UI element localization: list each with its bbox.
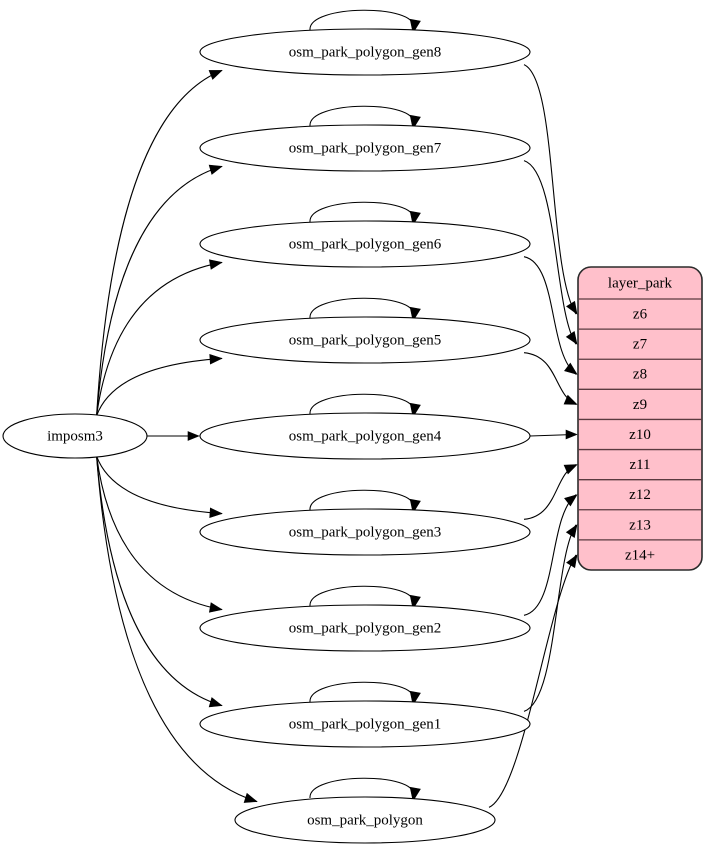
arrowhead	[565, 331, 578, 345]
edge-imposm3-to-node	[96, 456, 223, 515]
node-imposm3[interactable]: imposm3	[2, 413, 148, 459]
node-label: osm_park_polygon_gen2	[289, 620, 441, 636]
node-osm-park-polygon-gen4[interactable]: osm_park_polygon_gen4	[199, 412, 531, 460]
edge-self-loop	[309, 585, 414, 607]
edge-self-loop	[309, 297, 414, 319]
node-osm-park-polygon-gen6[interactable]: osm_park_polygon_gen6	[199, 220, 531, 268]
edge-self-loop	[309, 489, 414, 511]
table-row-label: z13	[629, 517, 651, 533]
node-label: osm_park_polygon_gen5	[289, 332, 441, 348]
node-ellipses: imposm3 osm_park_polygon_gen8 osm_park_pol…	[2, 28, 531, 844]
node-osm-park-polygon-gen8[interactable]: osm_park_polygon_gen8	[199, 28, 531, 76]
table-row-label: z8	[633, 367, 647, 383]
edge-imposm3-to-node	[96, 456, 223, 611]
node-osm-park-polygon-gen7[interactable]: osm_park_polygon_gen7	[199, 124, 531, 172]
edge-self-loop	[309, 201, 414, 223]
arrowhead	[563, 394, 578, 405]
edge-imposm3-to-node	[96, 165, 223, 416]
edge-node-to-zoom-row	[523, 256, 577, 375]
node-shape	[199, 508, 531, 556]
node-label: osm_park_polygon_gen6	[289, 236, 442, 252]
table-row-label: z7	[633, 337, 648, 353]
node-shape	[199, 220, 531, 268]
layer-park-table: layer_park z6 z7 z8 z9 z10 z11 z12 z13 z14+	[577, 266, 703, 571]
arrowhead	[566, 554, 578, 569]
node-shape	[234, 796, 496, 844]
node-label: osm_park_polygon_gen1	[289, 716, 441, 732]
table-row-label: z6	[633, 306, 648, 322]
node-shape	[199, 604, 531, 652]
arrowhead	[208, 602, 223, 613]
table-row-label: z12	[629, 487, 651, 503]
arrowhead	[208, 70, 223, 80]
node-shape	[199, 412, 531, 460]
edges-to-layer-park	[488, 64, 578, 808]
edge-imposm3-to-node	[96, 357, 223, 416]
arrowhead	[208, 697, 223, 708]
arrowhead	[209, 507, 223, 519]
arrowhead	[565, 429, 578, 440]
node-osm-park-polygon-gen5[interactable]: osm_park_polygon_gen5	[199, 316, 531, 364]
arrowhead	[243, 792, 258, 803]
arrowhead	[209, 353, 223, 365]
edge-node-to-zoom-row	[523, 64, 577, 315]
node-label: osm_park_polygon_gen8	[289, 44, 441, 60]
arrowhead	[565, 524, 578, 538]
arrowhead	[208, 259, 223, 270]
arrowhead	[187, 431, 200, 441]
edge-self-loop	[309, 105, 414, 127]
edge-imposm3-to-node	[96, 456, 223, 707]
node-osm-park-polygon-gen3[interactable]: osm_park_polygon_gen3	[199, 508, 531, 556]
node-shape	[199, 700, 531, 748]
node-shape	[2, 413, 148, 459]
node-label: osm_park_polygon_gen4	[289, 428, 442, 444]
arrowhead	[566, 300, 578, 315]
node-label: osm_park_polygon_gen3	[289, 524, 441, 540]
edge-self-loop	[309, 777, 414, 799]
edge-imposm3-to-node	[96, 456, 258, 803]
edge-imposm3-to-node	[96, 261, 223, 416]
arrowhead	[564, 494, 578, 507]
edge-node-to-zoom-row	[523, 494, 577, 616]
edges-from-imposm3	[96, 69, 258, 803]
arrowhead	[409, 786, 421, 802]
node-shape	[199, 316, 531, 364]
edge-node-to-zoom-row	[523, 160, 577, 345]
arrowhead	[564, 362, 578, 375]
arrowhead	[563, 464, 578, 475]
table-background	[577, 266, 703, 571]
node-label: osm_park_polygon	[307, 812, 423, 828]
node-osm-park-polygon[interactable]: osm_park_polygon	[234, 796, 496, 844]
table-row-label: z14+	[625, 547, 655, 563]
edge-self-loop	[309, 393, 414, 415]
node-osm-park-polygon-gen2[interactable]: osm_park_polygon_gen2	[199, 604, 531, 652]
node-shape	[199, 124, 531, 172]
table-row-label: z11	[629, 457, 650, 473]
node-label: osm_park_polygon_gen7	[289, 140, 442, 156]
node-osm-park-polygon-gen1[interactable]: osm_park_polygon_gen1	[199, 700, 531, 748]
arrowhead	[208, 164, 223, 175]
edge-self-loop	[309, 9, 414, 31]
edge-imposm3-to-node	[96, 69, 223, 416]
edge-node-to-zoom-row	[523, 524, 577, 712]
node-label: imposm3	[47, 428, 103, 444]
table-header-label: layer_park	[608, 275, 673, 291]
edge-node-to-zoom-row	[488, 554, 577, 808]
node-shape	[199, 28, 531, 76]
edge-self-loop	[309, 681, 414, 703]
table-row-label: z9	[633, 397, 647, 413]
table-row-label: z10	[629, 427, 651, 443]
